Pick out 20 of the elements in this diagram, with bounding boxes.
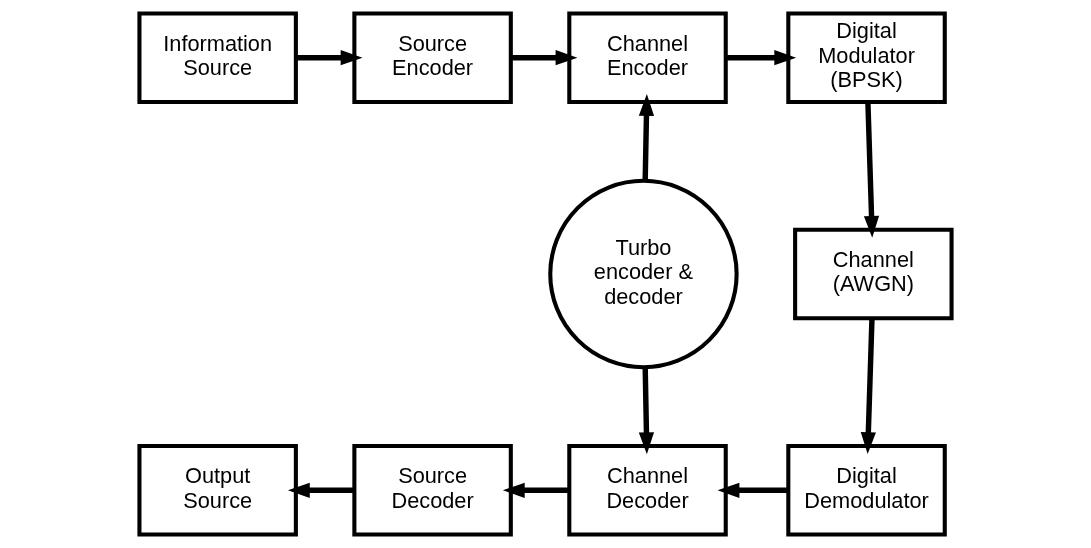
node-box: Channel Decoder (567, 444, 728, 537)
node-box: Digital Demodulator (786, 444, 947, 537)
arrow (638, 367, 655, 455)
node-box: Output Source (137, 444, 298, 537)
arrow (296, 50, 363, 66)
node-box: Source Encoder (352, 11, 513, 104)
arrow (863, 102, 880, 238)
arrow (511, 50, 578, 66)
arrow (725, 50, 797, 66)
arrow (860, 318, 876, 455)
arrow (502, 482, 570, 498)
node-box: Channel Encoder (567, 11, 728, 104)
arrow (717, 482, 788, 498)
arrow (287, 482, 355, 498)
node-box: Information Source (137, 11, 298, 104)
arrow (638, 94, 655, 181)
node-box: Digital Modulator (BPSK) (786, 11, 947, 104)
node-box: Channel (AWGN) (793, 227, 954, 321)
node-box: Source Decoder (352, 444, 513, 537)
node-circle: Turbo encoder & decoder (548, 178, 739, 370)
